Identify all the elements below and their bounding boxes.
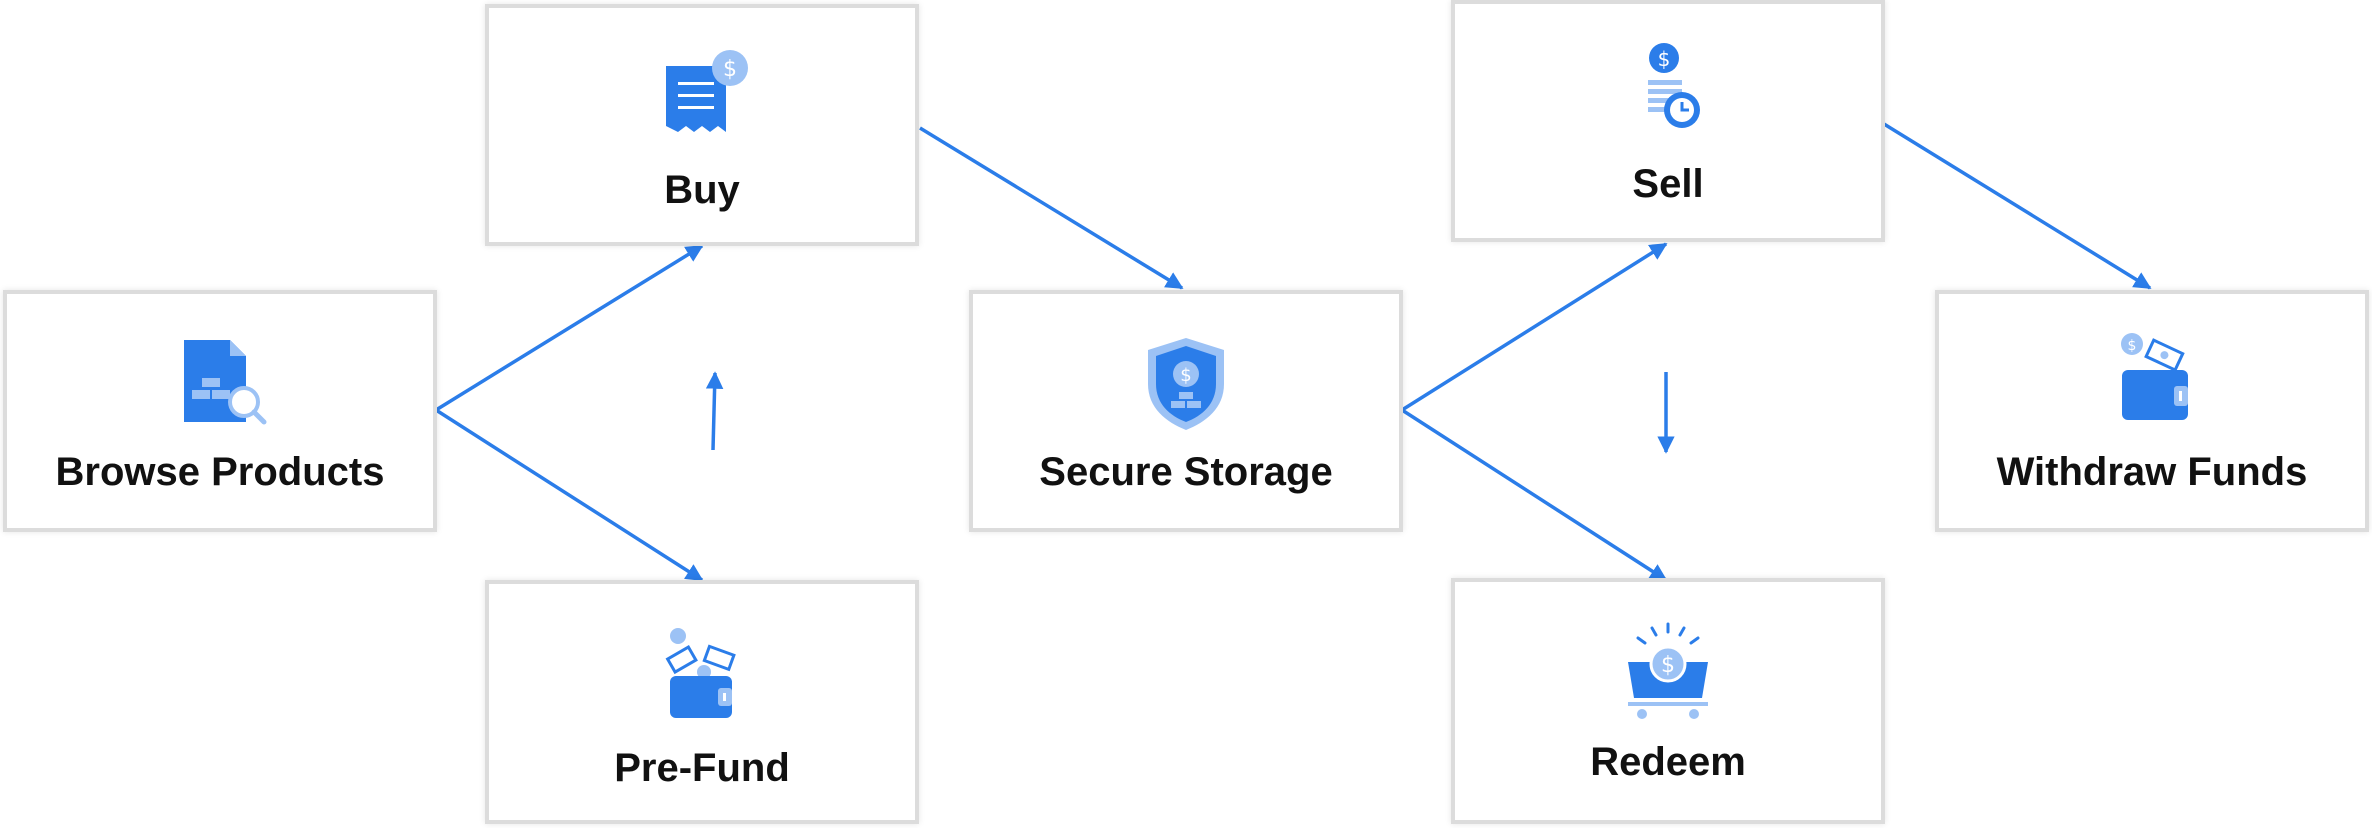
arrow-sell-to-withdraw <box>1883 122 2152 290</box>
coin-stack-clock-icon: $ <box>1648 43 1700 128</box>
arrow-storage-to-redeem <box>1401 408 1668 582</box>
redeem-node: $ Redeem <box>1451 578 1885 824</box>
withdraw-funds-node: $ Withdraw Funds <box>1935 290 2369 532</box>
cart-coin-icon: $ <box>1628 622 1708 719</box>
arrow-browse-to-prefund <box>435 408 704 582</box>
buy-label: Buy <box>664 168 740 212</box>
wallet-cash-icon <box>665 628 736 718</box>
browse-products-node: Browse Products <box>3 290 437 532</box>
secure-storage-node: $ Secure Storage <box>969 290 1403 532</box>
svg-text:$: $ <box>723 57 737 82</box>
svg-text:$: $ <box>2128 338 2137 354</box>
sell-label: Sell <box>1632 162 1704 206</box>
arrow-prefund-to-buy <box>705 371 724 451</box>
arrow-storage-to-sell <box>1401 242 1668 412</box>
shield-dollar-icon: $ <box>1148 338 1224 430</box>
gold-document-search-icon <box>184 340 267 425</box>
redeem-label: Redeem <box>1590 740 1746 784</box>
arrow-buy-to-storage <box>919 126 1184 290</box>
wallet-money-icon: $ <box>2121 333 2188 420</box>
browse-products-label: Browse Products <box>55 450 385 494</box>
sell-node: $ Sell <box>1451 0 1885 242</box>
secure-storage-label: Secure Storage <box>1039 450 1333 494</box>
arrow-browse-to-buy <box>435 244 704 412</box>
pre-fund-label: Pre-Fund <box>614 746 790 790</box>
withdraw-funds-label: Withdraw Funds <box>1996 450 2308 494</box>
buy-node: $ Buy <box>485 4 919 246</box>
svg-text:$: $ <box>1661 653 1675 678</box>
svg-text:$: $ <box>1180 365 1191 386</box>
pre-fund-node: Pre-Fund <box>485 580 919 824</box>
svg-text:$: $ <box>1658 47 1671 71</box>
receipt-dollar-icon: $ <box>666 50 748 132</box>
